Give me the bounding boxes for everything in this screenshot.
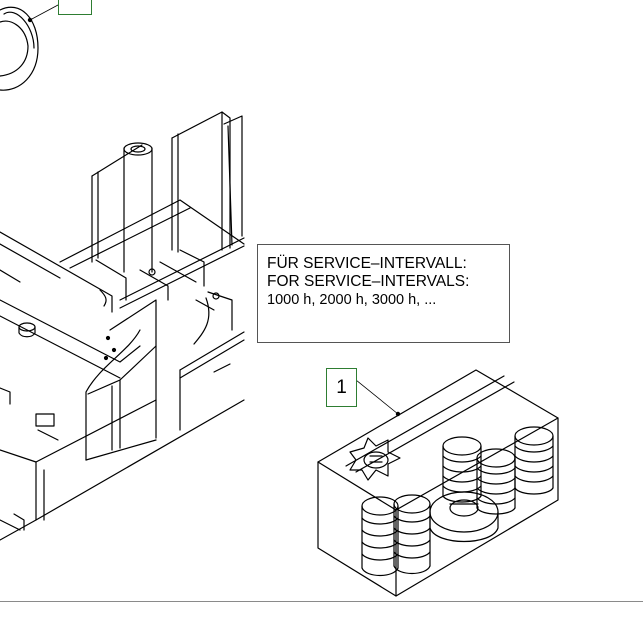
- exploded-parts-diagram: [0, 4, 559, 597]
- part-callout-box-top: [58, 0, 92, 15]
- spring-stack-front-mid: [393, 494, 431, 575]
- ring-washer-front: [429, 491, 499, 543]
- service-kit-badge-icon: [349, 437, 401, 481]
- machine-frame: [0, 111, 245, 541]
- spring-stack-back-right: [514, 426, 554, 495]
- service-interval-note: FÜR SERVICE–INTERVALL: FOR SERVICE–INTER…: [257, 244, 510, 343]
- spring-stack-front-left: [361, 496, 399, 577]
- part-callout-number: 1: [326, 368, 357, 407]
- note-line-german: FÜR SERVICE–INTERVALL:: [267, 255, 467, 272]
- ring-part-top-left: [0, 4, 59, 91]
- bottom-margin: [0, 602, 643, 634]
- service-kit-box: [317, 369, 559, 597]
- bottom-divider: [0, 601, 643, 602]
- note-line-intervals: 1000 h, 2000 h, 3000 h, ...: [267, 292, 437, 308]
- note-line-english: FOR SERVICE–INTERVALS:: [267, 273, 470, 290]
